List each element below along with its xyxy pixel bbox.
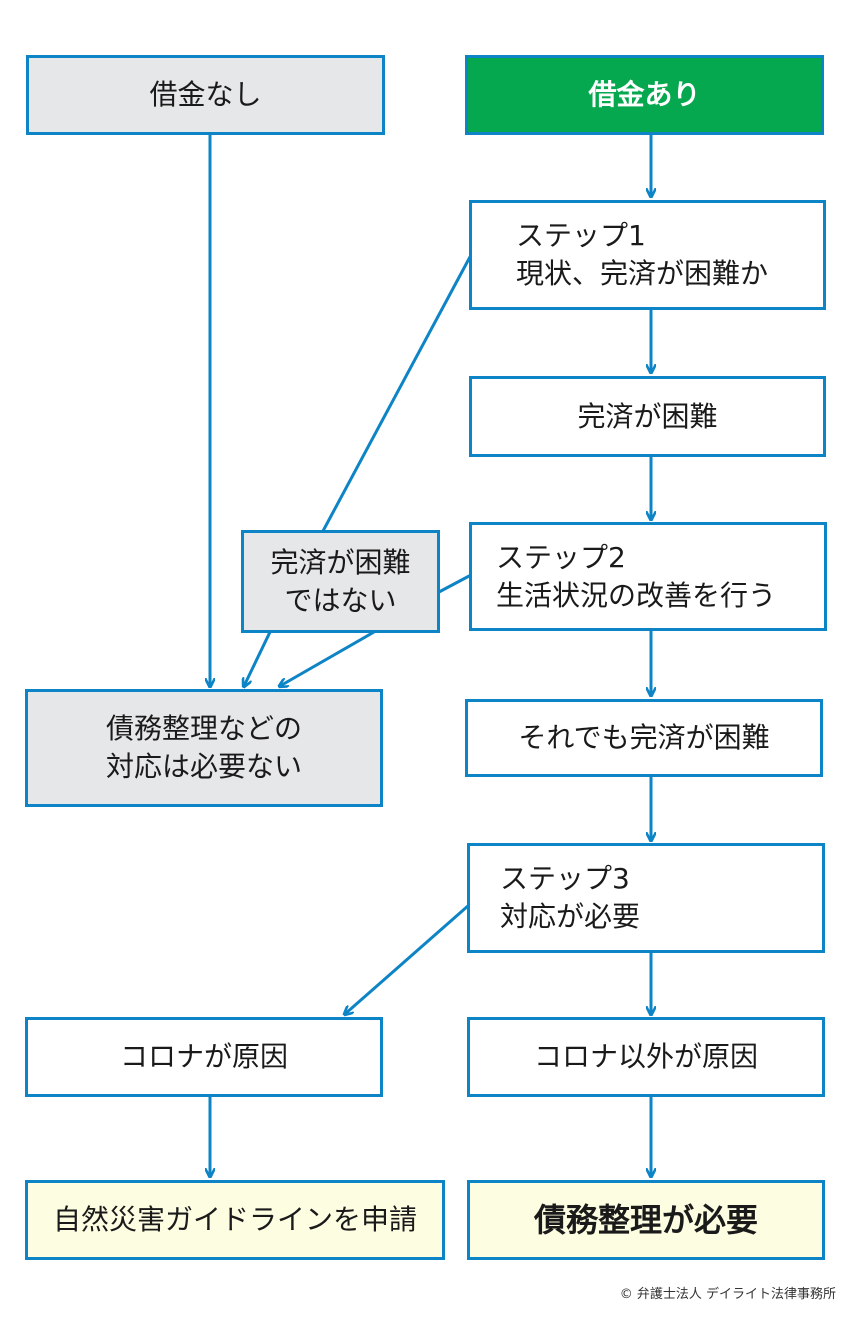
no-debt-box: 借金なし bbox=[26, 55, 385, 135]
has-debt-label: 借金あり bbox=[588, 78, 701, 111]
has-debt-box: 借金あり bbox=[465, 55, 824, 135]
debt-needed-box: 債務整理が必要 bbox=[467, 1180, 825, 1260]
other-cause-box: コロナ以外が原因 bbox=[467, 1017, 825, 1097]
no-debt-label: 借金なし bbox=[149, 78, 262, 111]
not-hard-line2: ではない bbox=[284, 583, 397, 617]
other-cause-label: コロナ以外が原因 bbox=[533, 1040, 758, 1073]
arrow-step3-to-corona bbox=[345, 903, 470, 1014]
still-hard-box: それでも完済が困難 bbox=[465, 699, 823, 777]
step3-title: ステップ3 bbox=[500, 862, 630, 895]
step1-box: ステップ1 現状、完済が困難か bbox=[469, 200, 826, 310]
step2-title: ステップ2 bbox=[496, 540, 626, 574]
arrow-not-hard-to-no-action-left bbox=[244, 631, 272, 686]
disaster-guideline-box: 自然災害ガイドラインを申請 bbox=[25, 1180, 445, 1260]
step2-text: 生活状況の改善を行う bbox=[496, 578, 777, 612]
step1-title: ステップ1 bbox=[516, 219, 646, 252]
debt-needed-label: 債務整理が必要 bbox=[533, 1201, 758, 1239]
step3-box: ステップ3 対応が必要 bbox=[467, 843, 825, 953]
disaster-guideline-label: 自然災害ガイドラインを申請 bbox=[52, 1203, 417, 1236]
not-hard-line1: 完済が困難 bbox=[270, 545, 411, 579]
corona-cause-label: コロナが原因 bbox=[119, 1040, 288, 1073]
step3-text: 対応が必要 bbox=[500, 900, 641, 933]
corona-cause-box: コロナが原因 bbox=[25, 1017, 383, 1097]
hard-to-repay-label: 完済が困難 bbox=[577, 399, 718, 433]
line-step2-to-not-hard bbox=[438, 573, 472, 594]
copyright-text: © 弁護士法人 デイライト法律事務所 bbox=[619, 1287, 836, 1302]
no-action-line1: 債務整理などの bbox=[105, 712, 302, 745]
step1-text: 現状、完済が困難か bbox=[516, 257, 769, 290]
no-action-box: 債務整理などの 対応は必要ない bbox=[25, 689, 383, 807]
hard-to-repay-box: 完済が困難 bbox=[469, 376, 826, 457]
step2-box: ステップ2 生活状況の改善を行う bbox=[469, 522, 827, 631]
line-step1-to-not-hard bbox=[321, 254, 473, 532]
not-hard-box: 完済が困難 ではない bbox=[241, 530, 440, 633]
still-hard-label: それでも完済が困難 bbox=[518, 721, 770, 754]
arrow-not-hard-to-no-action-right bbox=[280, 630, 375, 686]
no-action-line2: 対応は必要ない bbox=[105, 750, 302, 783]
